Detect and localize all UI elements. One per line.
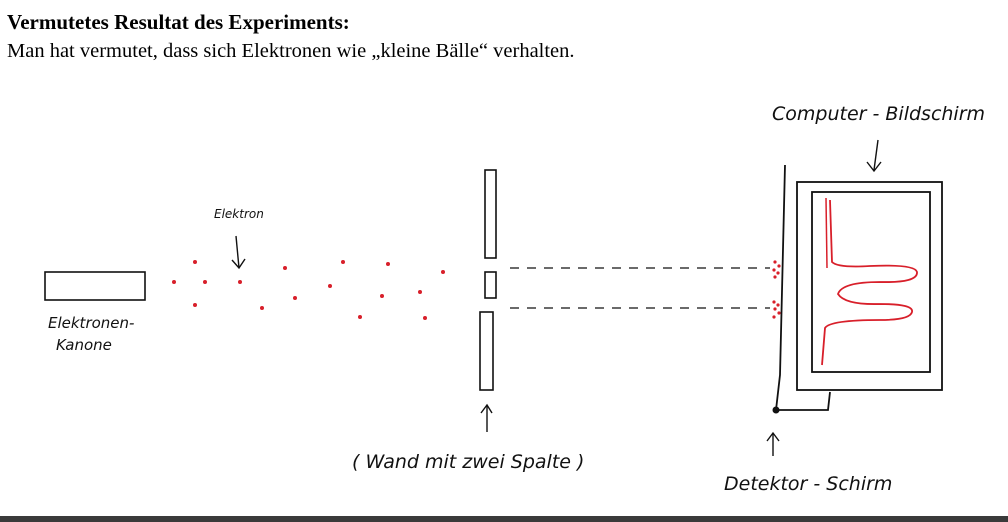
- electron-dot: [172, 280, 176, 284]
- detector-connector-dot: [772, 406, 780, 414]
- electron-dot: [380, 294, 384, 298]
- gun-label-line1: Elektronen-: [48, 314, 134, 332]
- electron-dot: [260, 306, 264, 310]
- detector-screen: [775, 164, 831, 411]
- subtext: Man hat vermutet, dass sich Elektronen w…: [7, 40, 575, 62]
- monitor-trace: [821, 199, 918, 366]
- monitor-outer-frame: [796, 181, 943, 391]
- electron-gun: [44, 271, 146, 301]
- wall-segment-bottom: [479, 311, 494, 391]
- electron-dot: [193, 260, 197, 264]
- electron-dot: [358, 315, 362, 319]
- computer-arrow-icon: [866, 139, 882, 173]
- electron-dot: [341, 260, 345, 264]
- gun-label-line2: Kanone: [56, 336, 112, 354]
- electron-dot: [418, 290, 422, 294]
- detector-arrow-icon: [766, 431, 780, 456]
- electron-dot: [386, 262, 390, 266]
- wall-arrow-icon: [480, 403, 493, 432]
- monitor-trace-inner: [825, 197, 828, 269]
- electron-label: Elektron: [214, 207, 264, 221]
- electron-arrow-icon: [231, 235, 246, 270]
- electron-dot: [203, 280, 207, 284]
- electron-dot: [441, 270, 445, 274]
- electron-dot: [283, 266, 287, 270]
- electron-dot: [423, 316, 427, 320]
- double-slit-wall: [479, 169, 497, 391]
- beam-lines: [510, 267, 770, 309]
- electron-dots: [172, 260, 445, 320]
- electron-dot: [193, 303, 197, 307]
- wall-segment-middle: [484, 271, 497, 299]
- monitor-inner-screen: [811, 191, 931, 373]
- heading: Vermutetes Resultat des Experiments:: [7, 10, 350, 34]
- electron-dot: [328, 284, 332, 288]
- electron-dot: [293, 296, 297, 300]
- bottom-edge-bar: [0, 516, 1008, 522]
- wall-label: ( Wand mit zwei Spalte ): [352, 451, 584, 473]
- wall-segment-top: [484, 169, 497, 259]
- electron-dot: [238, 280, 242, 284]
- detector-label: Detektor - Schirm: [724, 473, 892, 495]
- impact-clusters: [772, 260, 781, 319]
- computer-monitor: [796, 181, 943, 391]
- computer-label: Computer - Bildschirm: [772, 103, 985, 125]
